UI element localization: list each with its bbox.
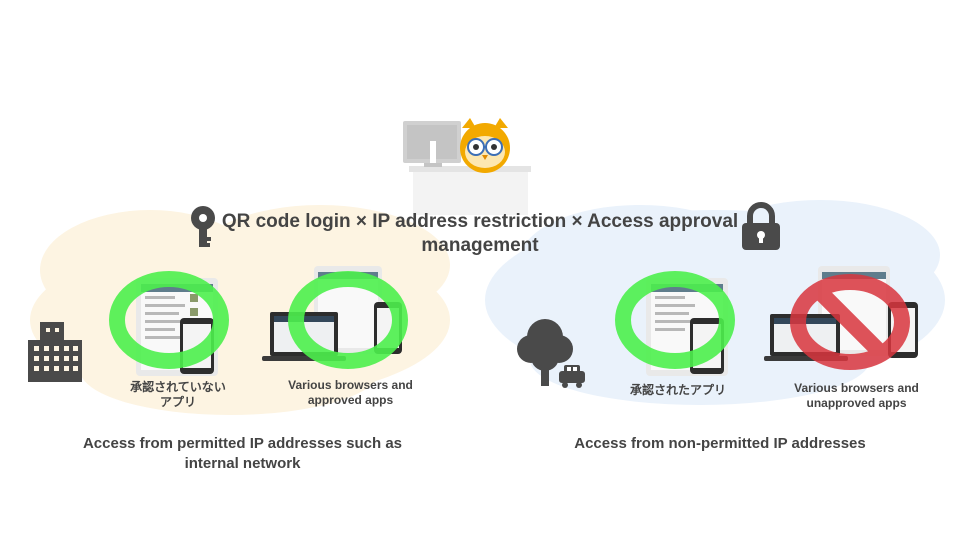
diagram-title: QR code login × IP address restriction ×… — [221, 211, 739, 256]
right-heading: Access from non-permitted IP addresses — [574, 435, 866, 452]
key-icon — [191, 206, 215, 247]
left-caption-1: 承認されていない アプリ — [130, 380, 226, 409]
right-caption-1: 承認されたアプリ — [629, 383, 726, 397]
ok-ring-left-2 — [288, 271, 408, 369]
left-heading: Access from permitted IP addresses such … — [82, 435, 403, 472]
ok-ring-left — [109, 271, 229, 369]
tree-car-icon — [517, 319, 585, 388]
monitor-icon — [403, 121, 461, 167]
right-caption-2: Various browsers and unapproved apps — [794, 381, 919, 410]
lock-icon — [742, 202, 780, 250]
building-icon — [28, 322, 82, 382]
left-caption-2: Various browsers and approved apps — [288, 378, 413, 407]
ok-ring-right — [615, 271, 735, 369]
owl-icon — [460, 118, 510, 173]
deny-sign — [790, 274, 910, 370]
